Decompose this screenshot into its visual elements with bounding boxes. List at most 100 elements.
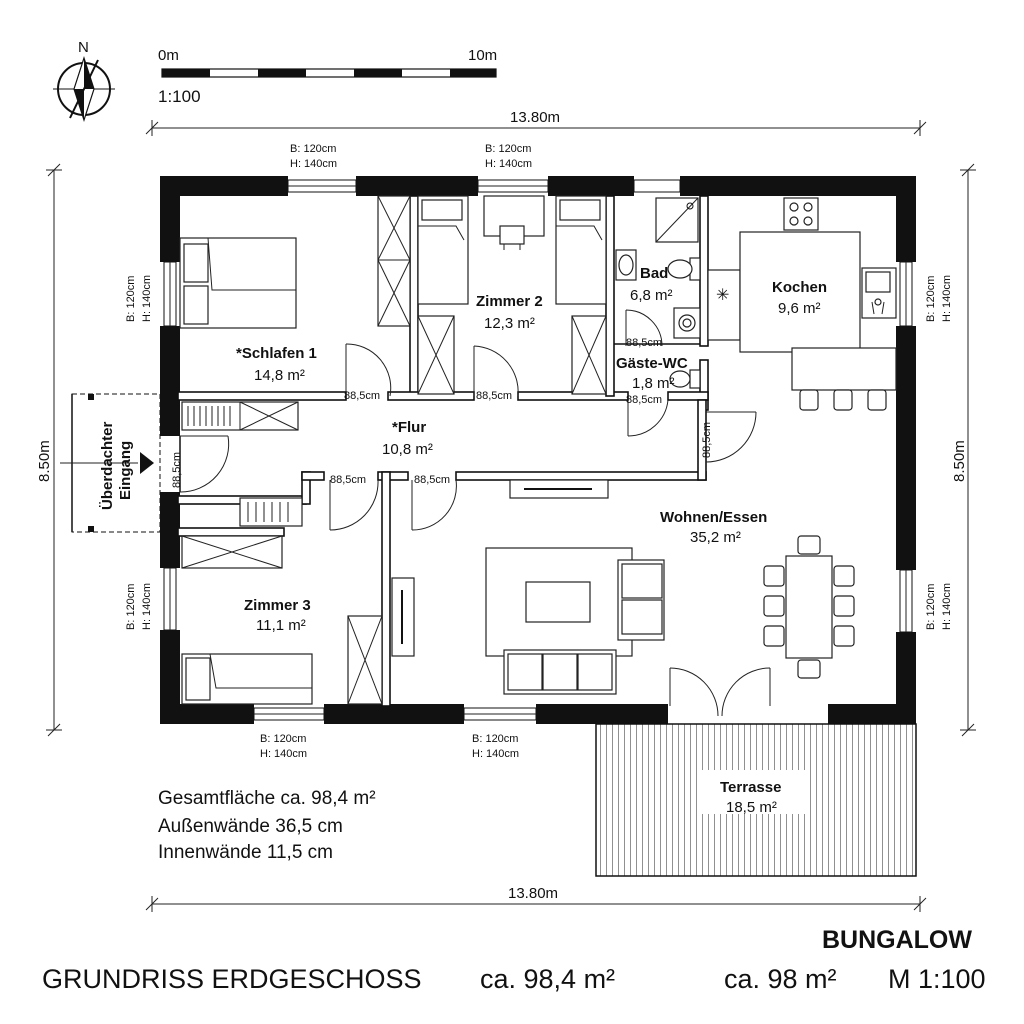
door-flur-south-label: 88,5cm [414,474,450,486]
door-wohnen: 88,5cm [701,411,757,463]
window-top-left [287,179,357,193]
svg-text:B: 120cm: B: 120cm [125,276,137,322]
door-zimmer2: 88,5cm [473,345,519,402]
desk-zimmer2-icon [483,195,545,250]
room-wohnen: Wohnen/Essen 35,2 m² [660,509,767,546]
window-bottom-left [253,707,325,721]
cabinet-zimmer3-icon [347,615,383,705]
svg-text:H: 140cm: H: 140cm [941,583,953,630]
svg-text:B: 120cm: B: 120cm [485,143,531,155]
svg-text:H: 140cm: H: 140cm [141,583,153,630]
svg-text:H: 140cm: H: 140cm [141,275,153,322]
footer-title: GRUNDRISS ERDGESCHOSS [42,964,422,994]
window-label-top-left: B: 120cm H: 140cm [290,143,337,170]
rug-icon [485,547,633,657]
svg-text:11,1 m²: 11,1 m² [256,617,306,634]
wardrobe-schlafen-icon [377,195,411,327]
svg-text:9,6 m²: 9,6 m² [778,300,821,317]
svg-text:35,2 m²: 35,2 m² [690,529,741,546]
door-terrasse [669,667,771,717]
svg-text:B: 120cm: B: 120cm [925,584,937,630]
dining-table-icon [763,535,855,679]
window-left-upper [163,261,177,327]
window-label-bottom-left: B: 120cm H: 140cm [260,733,307,760]
toilet-wc-icon [669,369,701,389]
window-top-mid [477,179,549,193]
svg-text:Zimmer 2: Zimmer 2 [476,293,543,310]
dimension-bottom-label: 13.80m [508,885,558,902]
scale-bar: 0m 10m 1:100 [158,47,497,106]
double-bed-icon [179,237,297,329]
wardrobe-zimmer2-right-icon [571,315,607,395]
svg-text:12,3 m²: 12,3 m² [484,315,535,332]
scale-bar-end: 10m [468,47,497,64]
svg-text:Wohnen/Essen: Wohnen/Essen [660,509,767,526]
window-label-bottom-mid: B: 120cm H: 140cm [472,733,519,760]
svg-text:14,8 m²: 14,8 m² [254,367,305,384]
svg-text:18,5 m²: 18,5 m² [726,799,777,816]
room-schlafen: *Schlafen 1 14,8 m² [236,345,317,384]
room-terrasse: Terrasse 18,5 m² [720,779,781,816]
door-wohnen-label: 88,5cm [701,422,713,458]
svg-text:H: 140cm: H: 140cm [472,748,519,760]
covered-entrance: Überdachter Eingang [60,393,161,533]
door-gaeste-wc-label: 88,5cm [626,394,662,406]
svg-text:H: 140cm: H: 140cm [941,275,953,322]
window-right-lower [899,569,913,633]
dimension-bottom: 13.80m [145,885,927,912]
footer-area-exact: ca. 98,4 m² [480,964,615,994]
svg-text:Bad: Bad [640,265,668,282]
room-zimmer2: Zimmer 2 12,3 m² [476,293,543,332]
svg-text:6,8 m²: 6,8 m² [630,287,673,304]
washing-machine-icon [673,307,701,339]
sideboard-icon [509,479,609,499]
svg-text:B: 120cm: B: 120cm [472,733,518,745]
svg-text:H: 140cm: H: 140cm [485,158,532,170]
door-eingang: 88,5cm [171,435,230,493]
tv-unit-icon [391,577,415,657]
svg-text:*Schlafen 1: *Schlafen 1 [236,345,317,362]
dimension-left-label: 8.50m [36,440,53,482]
dimension-right-label: 8.50m [951,440,968,482]
note-outer-walls: Außenwände 36,5 cm [158,816,343,837]
door-flur-south: 88,5cm [411,474,457,531]
note-total-area: Gesamtfläche ca. 98,4 m² [158,788,376,809]
scale-bar-ratio: 1:100 [158,87,201,106]
wardrobe-zimmer2-left-icon [417,315,455,395]
north-arrow-icon: N [53,39,115,122]
plan-notes: Gesamtfläche ca. 98,4 m² Außenwände 36,5… [158,788,376,863]
svg-text:B: 120cm: B: 120cm [260,733,306,745]
dimension-top-label: 13.80m [510,109,560,126]
flur-wardrobe-top-icon [181,401,299,431]
svg-text:H: 140cm: H: 140cm [260,748,307,760]
footer-scale: M 1:100 [888,964,986,994]
entrance-line1: Überdachter [99,421,116,510]
window-label-top-mid: B: 120cm H: 140cm [485,143,532,170]
svg-text:10,8 m²: 10,8 m² [382,441,433,458]
wardrobe-zimmer3-icon [181,535,283,569]
svg-text:Zimmer 3: Zimmer 3 [244,597,311,614]
dimension-left: 8.50m [36,163,62,737]
footer-building-type: BUNGALOW [822,926,972,954]
flur-wardrobe-bottom-icon [239,497,303,527]
door-eingang-label: 88,5cm [171,452,183,488]
room-flur: *Flur 10,8 m² [382,419,433,458]
window-bottom-mid [463,707,537,721]
shower-icon [655,197,699,243]
dimension-right: 8.50m [951,163,976,737]
terrasse-deck [595,723,917,877]
toilet-bad-icon [667,257,701,281]
window-label-right-lower: B: 120cm H: 140cm [925,583,953,630]
bed-zimmer2-right-icon [555,195,607,305]
svg-text:1,8 m²: 1,8 m² [632,375,675,392]
svg-text:B: 120cm: B: 120cm [925,276,937,322]
dimension-top: 13.80m [145,109,927,136]
sink-bad-icon [615,249,637,281]
bed-zimmer3-icon [181,653,313,705]
svg-text:Terrasse: Terrasse [720,779,781,796]
svg-text:Gäste-WC: Gäste-WC [616,355,688,372]
title-block: BUNGALOW GRUNDRISS ERDGESCHOSS ca. 98,4 … [42,926,986,994]
bed-zimmer2-left-icon [417,195,469,305]
kitchen-counter-icon: ✳ [707,197,897,391]
